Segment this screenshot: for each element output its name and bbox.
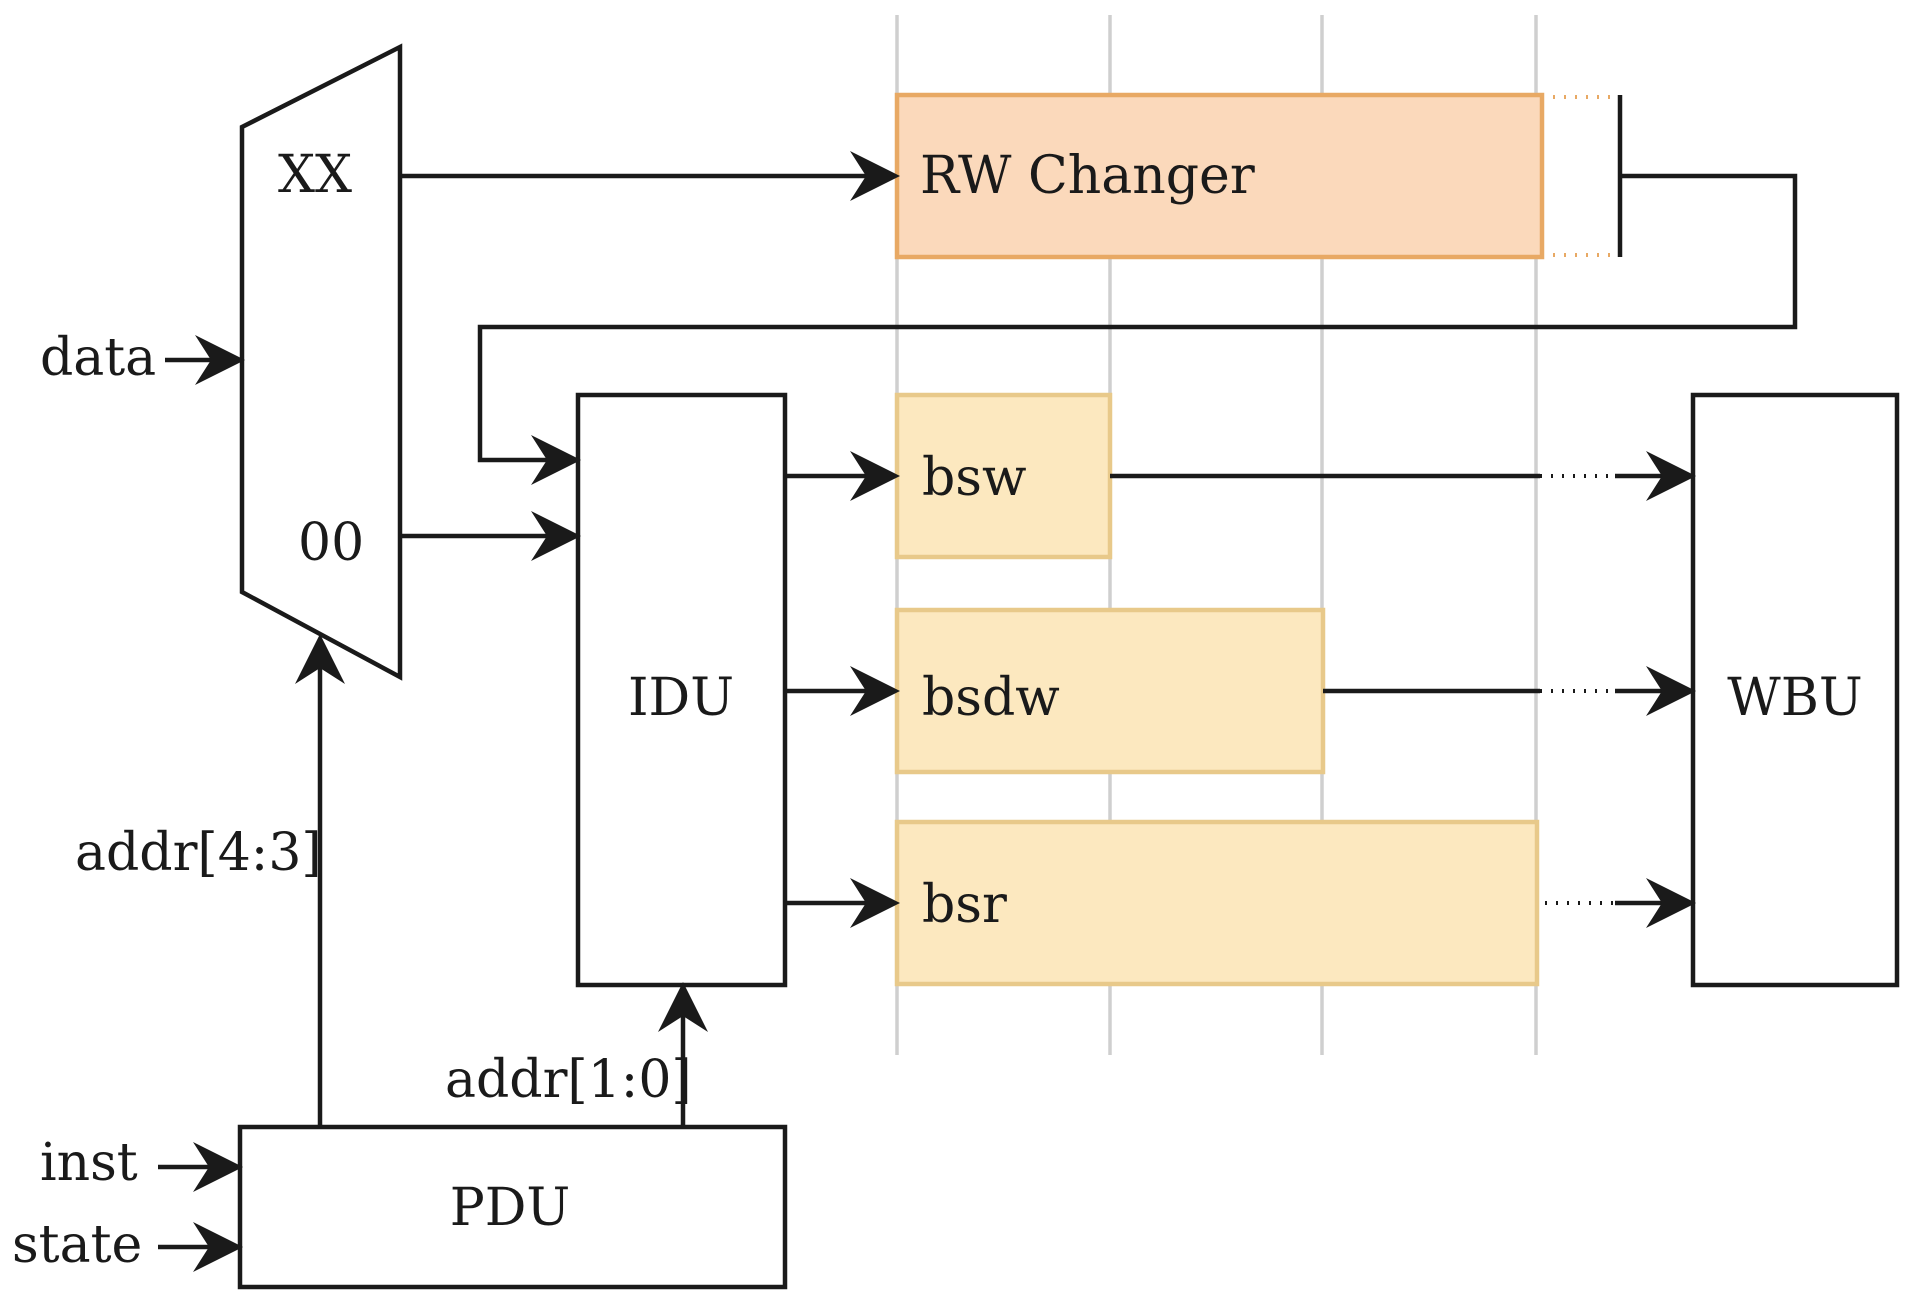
rw-changer-box [894,92,1545,260]
bsdw-buffer: bsdw [894,607,1326,775]
rw-changer-label: RW Changer [920,146,1255,206]
bsw-label: bsw [922,448,1026,508]
bsdw-label: bsdw [922,668,1060,728]
wbu-label: WBU [1727,668,1862,728]
pdu-block: PDU [237,1124,788,1290]
idu-box [575,392,788,988]
wires [158,95,1798,1272]
wbu-block: WBU [1690,392,1900,988]
bsdw-box [894,607,1326,775]
inst-signal-label: inst [40,1133,138,1193]
bsr-label: bsr [922,875,1007,935]
idu-block: IDU [575,392,788,988]
pdu-box [237,1124,788,1290]
wire-rw-feedback [477,173,1798,485]
mux-xx-label: XX [278,145,352,205]
rw-changer-block: RW Changer [894,92,1545,260]
addr-low-label: addr[1:0] [445,1050,692,1110]
mux: XX 00 [239,43,403,681]
idu-label: IDU [628,668,734,728]
mux-shape [239,43,403,681]
signal-labels: data addr[4:3] addr[1:0] inst state [12,328,692,1275]
bsw-buffer: bsw [894,392,1113,560]
mux-00-label: 00 [298,513,364,573]
addr-high-label: addr[4:3] [75,823,322,883]
data-signal-label: data [40,328,156,388]
bsw-box [894,392,1113,560]
pdu-label: PDU [450,1178,571,1238]
state-signal-label: state [12,1215,142,1275]
bsr-buffer: bsr [894,819,1540,987]
